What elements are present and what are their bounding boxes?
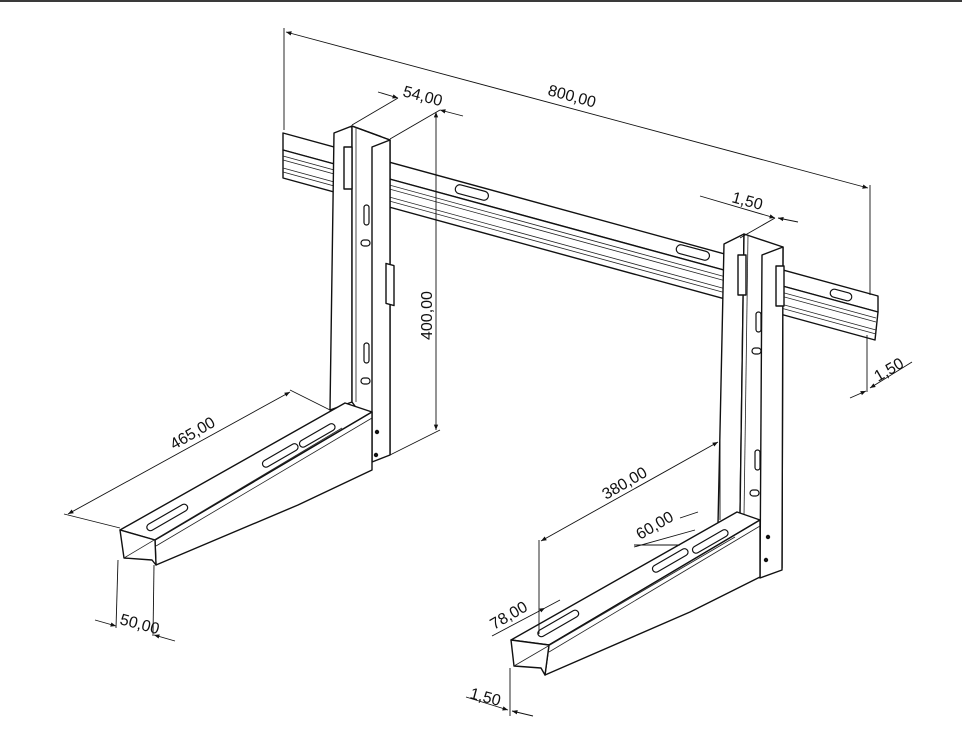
dim-arm-length-left: 465,00 — [168, 414, 219, 453]
dim-overall-length: 800,00 — [546, 82, 598, 111]
dim-post-height: 400,00 — [419, 291, 436, 340]
right-arm — [510, 511, 761, 676]
dimension-labels: 800,00 54,00 1,50 1,50 400,00 465,00 50,… — [118, 82, 907, 710]
dim-arm-thickness: 1,50 — [468, 685, 503, 710]
dim-post-width: 54,00 — [401, 83, 444, 110]
right-post — [717, 233, 785, 579]
dim-slot-offset: 78,00 — [488, 599, 531, 634]
top-border — [0, 0, 962, 2]
dimension-lines — [63, 28, 913, 717]
dim-rail-thickness: 1,50 — [730, 189, 765, 214]
dim-slot-length: 60,00 — [634, 509, 677, 544]
dim-rail-edge-thickness: 1,50 — [872, 355, 908, 385]
left-arm — [119, 402, 373, 566]
dim-arm-width: 50,00 — [118, 611, 161, 638]
